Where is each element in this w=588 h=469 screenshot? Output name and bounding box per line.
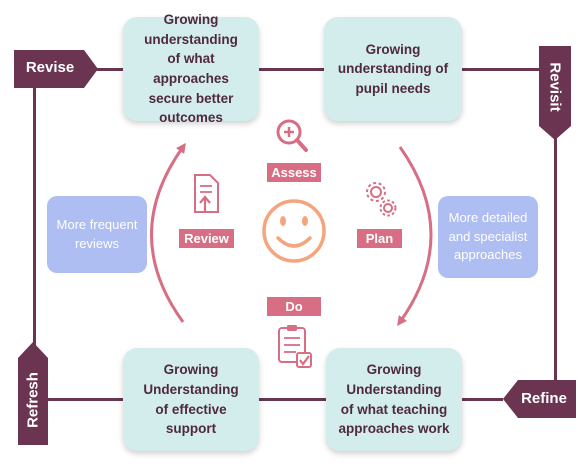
- box-line: of what approaches: [153, 51, 229, 86]
- frame-line-right: [554, 138, 557, 380]
- side-box-specialist-approaches: More detailed and specialist approaches: [438, 196, 538, 278]
- magnifier-plus-icon: [276, 119, 308, 152]
- box-line: Growing Understanding: [143, 362, 239, 397]
- frame-line-top: [95, 68, 545, 71]
- frame-line-bottom: [48, 398, 503, 401]
- side-box-line: approaches: [454, 247, 522, 263]
- box-teaching-approaches: Growing Understanding of what teaching a…: [326, 348, 462, 451]
- smiley-face-icon: [262, 199, 326, 263]
- box-line: of effective support: [155, 401, 227, 437]
- document-upload-icon: [194, 174, 219, 213]
- review-label: Review: [179, 229, 234, 248]
- box-line: pupil needs: [355, 80, 431, 96]
- box-effective-support: Growing Understanding of effective suppo…: [123, 348, 259, 451]
- box-line: of what teaching: [340, 401, 448, 417]
- revise-tag-shape: [14, 50, 98, 88]
- box-line: Growing: [365, 41, 421, 57]
- box-line: Growing understanding: [144, 12, 238, 47]
- refine-tag-shape: [503, 380, 576, 418]
- right-cycle-arrow: [397, 146, 433, 327]
- side-box-frequent-reviews: More frequent reviews: [47, 196, 147, 273]
- box-line: secure better outcomes: [148, 90, 234, 126]
- side-box-line: and specialist: [448, 228, 528, 244]
- box-line: understanding of: [337, 61, 449, 77]
- side-box-line: reviews: [74, 235, 120, 251]
- frame-line-left: [33, 86, 36, 374]
- revise-tag: Revise: [25, 59, 75, 76]
- box-pupil-needs: Growing understanding of pupil needs: [324, 17, 462, 121]
- checklist-icon: [278, 325, 312, 368]
- revisit-tag: Revisit: [546, 62, 564, 112]
- side-box-line: More frequent: [56, 216, 138, 232]
- assess-label: Assess: [267, 163, 321, 182]
- gears-icon: [366, 182, 397, 217]
- do-label: Do: [267, 297, 321, 316]
- plan-label: Plan: [357, 229, 402, 248]
- refine-tag: Refine: [521, 390, 567, 407]
- left-cycle-arrow: [150, 142, 186, 323]
- refresh-tag-shape: [18, 342, 48, 445]
- refresh-tag: Refresh: [24, 372, 42, 428]
- box-line: Growing Understanding: [346, 362, 442, 397]
- revisit-tag-shape: [539, 46, 571, 140]
- box-approaches-outcomes: Growing understanding of what approaches…: [123, 12, 259, 125]
- side-box-line: More detailed: [448, 209, 528, 225]
- box-line: approaches work: [338, 421, 450, 437]
